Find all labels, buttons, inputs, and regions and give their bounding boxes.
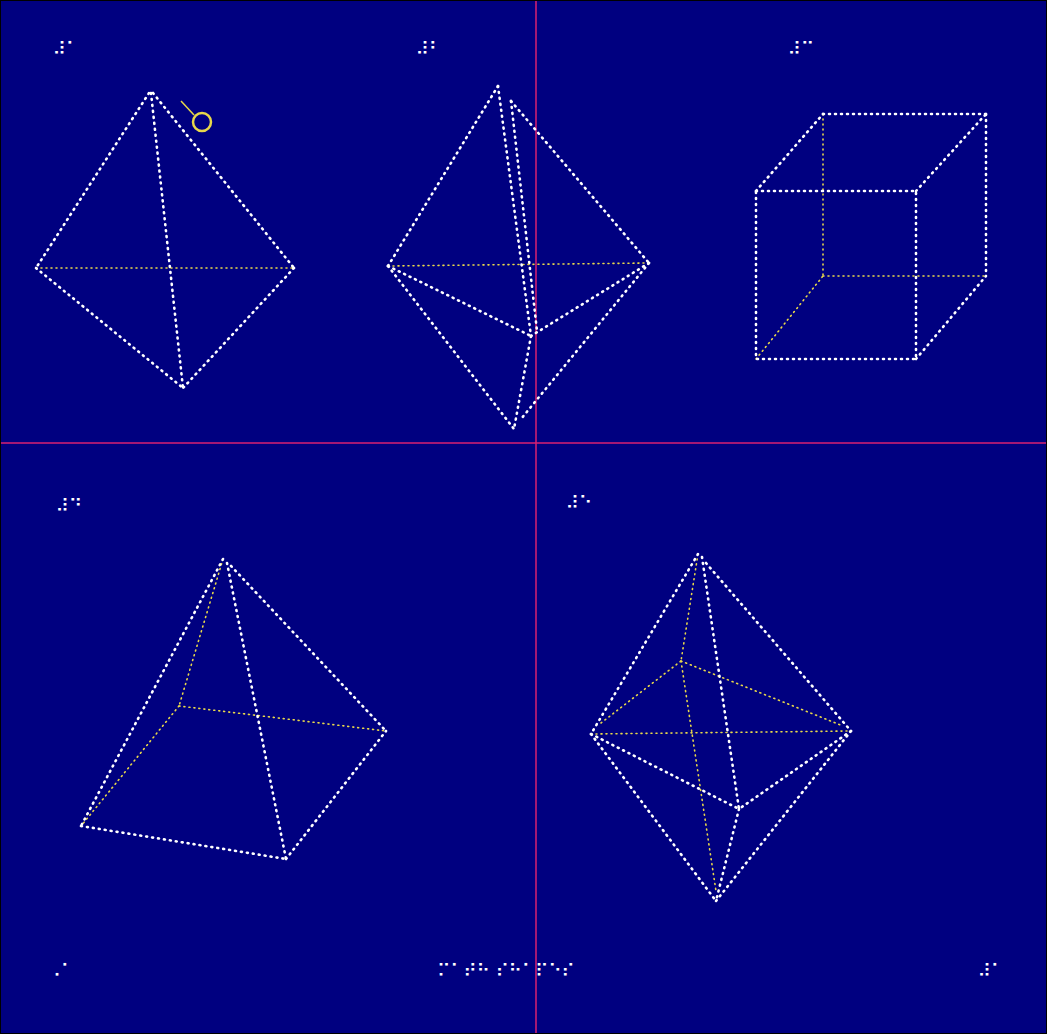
page-label: ⠠⠁ bbox=[48, 962, 74, 980]
figure-number: ⠼⠑ bbox=[566, 494, 592, 512]
divider-line bbox=[535, 1, 537, 1033]
page-title: ⠍⠁⠞⠓ ⠎⠓⠁⠏⠑⠎ bbox=[437, 962, 575, 980]
cursor-icon bbox=[181, 101, 211, 131]
octahedron-figure bbox=[591, 554, 851, 901]
pyramid-figure bbox=[81, 559, 386, 859]
cube-figure bbox=[756, 114, 986, 359]
bipyramid-figure bbox=[36, 93, 294, 388]
octahedron-figure bbox=[388, 86, 649, 429]
figure-number: ⠼⠁ bbox=[53, 40, 79, 58]
figure-number: ⠼⠃ bbox=[416, 40, 442, 58]
figure-number: ⠼⠙ bbox=[56, 497, 82, 515]
page-number: ⠼⠁ bbox=[978, 962, 1004, 980]
figure-number: ⠼⠉ bbox=[788, 40, 814, 58]
divider-line bbox=[1, 442, 1046, 444]
